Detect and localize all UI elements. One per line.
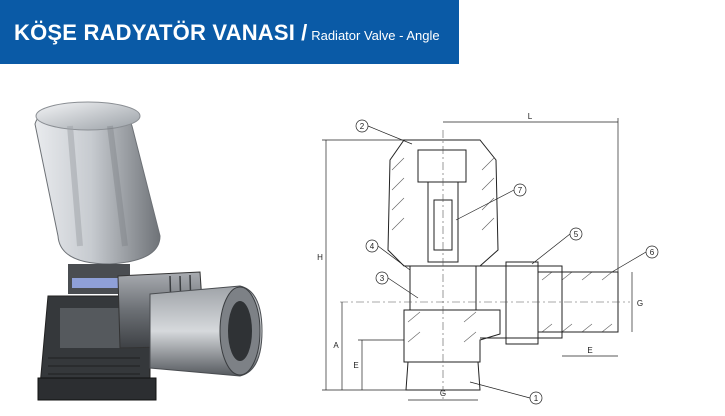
valve-cutaway-photo <box>34 101 263 401</box>
dim-label-G-right: G <box>637 299 643 308</box>
dim-label-L: L <box>528 112 533 121</box>
dim-label-A: A <box>333 341 339 350</box>
dim-label-H: H <box>317 253 323 262</box>
callout-2: 2 <box>360 122 365 131</box>
technical-drawing: 2 4 3 7 5 6 1 L H A E G G E <box>317 112 659 405</box>
callout-6: 6 <box>650 248 655 257</box>
callout-1: 1 <box>534 394 539 403</box>
callout-3: 3 <box>380 274 385 283</box>
callout-5: 5 <box>574 230 579 239</box>
dim-label-E-right: E <box>587 346 592 355</box>
dim-label-E-left: E <box>353 361 358 370</box>
header-banner: KÖŞE RADYATÖR VANASI/Radiator Valve - An… <box>0 0 459 64</box>
title-separator: / <box>301 20 308 45</box>
header-title: KÖŞE RADYATÖR VANASI/Radiator Valve - An… <box>14 19 440 50</box>
callout-4: 4 <box>370 242 375 251</box>
title-main: KÖŞE RADYATÖR VANASI <box>14 20 296 45</box>
dim-label-G-bottom: G <box>440 389 446 398</box>
callout-7: 7 <box>518 186 523 195</box>
title-subtitle: Radiator Valve - Angle <box>311 28 440 43</box>
